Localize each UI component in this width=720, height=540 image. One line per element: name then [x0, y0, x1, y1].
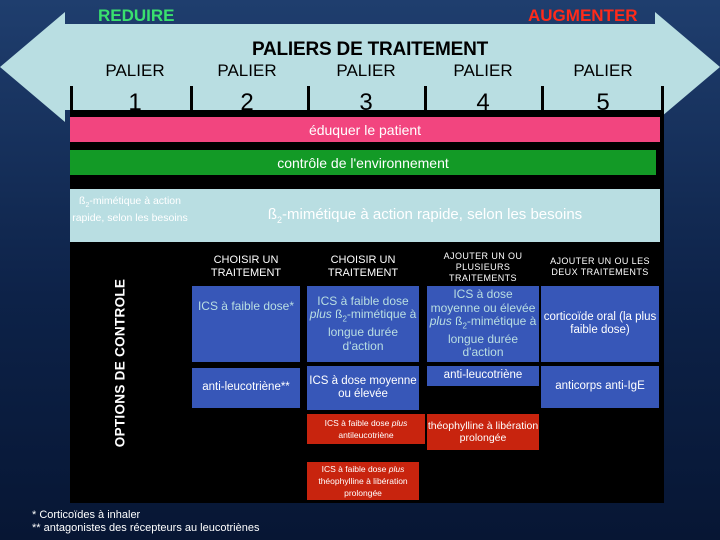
beta2-palier1-box: ß2-mimétique à action rapide, selon les … [70, 189, 190, 242]
text-part: antileucotriène [338, 430, 394, 440]
palier2-option-antileuco: anti-leucotriène** [192, 368, 300, 408]
palier-tick [541, 86, 544, 113]
palier3-option-ics-antileuco: ICS à faible dose plus antileucotriène [307, 414, 425, 444]
plus-word: plus [309, 307, 332, 322]
footnotes: * Corticoïdes à inhaler ** antagonistes … [32, 509, 259, 535]
palier-tick [70, 86, 73, 113]
palier-1: PALIER 1 [80, 62, 190, 117]
palier3-option-ics-theo-text: ICS à faible dose plus théophylline à li… [307, 463, 419, 499]
palier-tick [424, 86, 427, 113]
palier-number: 1 [128, 89, 142, 116]
palier-4: PALIER 4 [428, 62, 538, 117]
palier5-option-oral-steroid-text: corticoïde oral (la plus faible dose) [543, 310, 657, 337]
palier4-option-theo: théophylline à libération prolongée [427, 414, 539, 450]
palier-label: PALIER [105, 61, 165, 80]
palier-label: PALIER [453, 61, 513, 80]
palier4-header: AJOUTER UN OU PLUSIEURS TRAITEMENTS [427, 250, 539, 284]
palier2-header-text: CHOISIR UN TRAITEMENT [210, 254, 282, 279]
palier3-option-ics-antileuco-text: ICS à faible dose plus antileucotriène [307, 417, 425, 441]
palier2-option-ics-text: ICS à faible dose* [197, 299, 295, 313]
text-part: -mimétique à longue durée d'action [327, 307, 417, 353]
beta-symbol: ß [335, 307, 343, 322]
beta-symbol: ß [455, 314, 463, 329]
palier-number: 4 [476, 89, 490, 116]
palier-label: PALIER [573, 61, 633, 80]
palier-label: PALIER [336, 61, 396, 80]
palier3-option-ics-laba-text: ICS à faible dose plus ß2-mimétique à lo… [307, 293, 419, 353]
text-part: théophylline à libération prolongée [318, 476, 408, 498]
palier-axis-line [70, 110, 664, 113]
double-arrow [0, 12, 720, 122]
palier-3: PALIER 3 [311, 62, 421, 117]
educate-patient-text: éduquer le patient [308, 121, 422, 138]
footnote-1: * Corticoïdes à inhaler [32, 509, 141, 521]
options-de-controle-label: OPTIONS DE CONTROLE [108, 252, 132, 474]
palier4-option-antileuco: anti-leucotriène [427, 366, 539, 386]
plus-word: plus [391, 418, 408, 428]
text-part: ICS à faible dose [317, 293, 409, 308]
beta-subscript: 2 [85, 202, 90, 210]
beta2-main-box: ß2-mimétique à action rapide, selon les … [190, 189, 660, 242]
palier5-option-oral-steroid: corticoïde oral (la plus faible dose) [541, 286, 659, 362]
text-part: ICS à faible dose [324, 418, 390, 428]
palier-number: 3 [359, 89, 373, 116]
options-label-text: OPTIONS DE CONTROLE [112, 278, 128, 448]
beta-subscript: 2 [462, 321, 467, 331]
palier4-option-ics-laba: ICS à dose moyenne ou élevée plus ß2-mim… [427, 286, 539, 362]
palier2-option-antileuco-text: anti-leucotriène** [202, 381, 290, 394]
palier4-option-antileuco-text: anti-leucotriène [443, 369, 523, 382]
palier-tick [661, 86, 664, 113]
beta-symbol: ß [267, 206, 277, 223]
beta-subscript: 2 [276, 215, 282, 225]
beta-subscript: 2 [342, 314, 347, 324]
palier-number: 5 [596, 89, 610, 116]
palier-tick [307, 86, 310, 113]
text-part: ICS à faible dose [321, 464, 387, 474]
reduire-label: REDUIRE [98, 6, 175, 25]
palier-number: 2 [240, 89, 254, 116]
palier4-option-theo-text: théophylline à libération prolongée [427, 419, 539, 445]
footnote-2: ** antagonistes des récepteurs au leucot… [32, 522, 260, 534]
beta2-main-rest: -mimétique à action rapide, selon les be… [282, 206, 583, 223]
palier3-header-text: CHOISIR UN TRAITEMENT [327, 254, 399, 279]
palier5-header-text: AJOUTER UN OU LES DEUX TRAITEMENTS [550, 256, 650, 277]
palier4-header-text: AJOUTER UN OU PLUSIEURS TRAITEMENTS [443, 250, 523, 283]
environment-control-bar: contrôle de l'environnement [70, 150, 656, 175]
plus-word: plus [429, 314, 452, 329]
beta-symbol: ß [79, 195, 86, 207]
paliers-title: PALIERS DE TRAITEMENT [251, 39, 489, 60]
palier5-header: AJOUTER UN OU LES DEUX TRAITEMENTS [541, 250, 659, 284]
palier-2: PALIER 2 [192, 62, 302, 117]
palier3-option-ics-theo: ICS à faible dose plus théophylline à li… [307, 462, 419, 500]
beta2-palier1-text: -mimétique à action rapide, selon les be… [72, 195, 188, 225]
text-part: -mimétique à longue durée d'action [447, 314, 537, 360]
palier-5: PALIER 5 [548, 62, 658, 117]
augmenter-label: AUGMENTER [528, 6, 638, 25]
palier5-option-anti-ige-text: anticorps anti-IgE [555, 380, 645, 393]
educate-patient-bar: éduquer le patient [70, 117, 660, 142]
palier4-option-ics-laba-text: ICS à dose moyenne ou élevée plus ß2-mim… [427, 287, 539, 360]
palier-tick [190, 86, 193, 113]
environment-control-text: contrôle de l'environnement [277, 154, 449, 171]
palier3-option-ics-high-text: ICS à dose moyenne ou élevée [309, 374, 417, 401]
beta2-main-text: ß2-mimétique à action rapide, selon les … [268, 206, 582, 225]
palier3-option-ics-laba: ICS à faible dose plus ß2-mimétique à lo… [307, 286, 419, 362]
text-part: ICS à dose moyenne ou élevée [430, 287, 536, 315]
palier-label: PALIER [217, 61, 277, 80]
palier2-header: CHOISIR UN TRAITEMENT [192, 248, 300, 286]
palier2-option-ics: ICS à faible dose* [192, 286, 300, 362]
palier3-option-ics-high: ICS à dose moyenne ou élevée [307, 366, 419, 410]
plus-word: plus [388, 464, 405, 474]
palier5-option-anti-ige: anticorps anti-IgE [541, 366, 659, 408]
double-arrow-shape [0, 12, 720, 122]
palier3-header: CHOISIR UN TRAITEMENT [307, 248, 419, 286]
